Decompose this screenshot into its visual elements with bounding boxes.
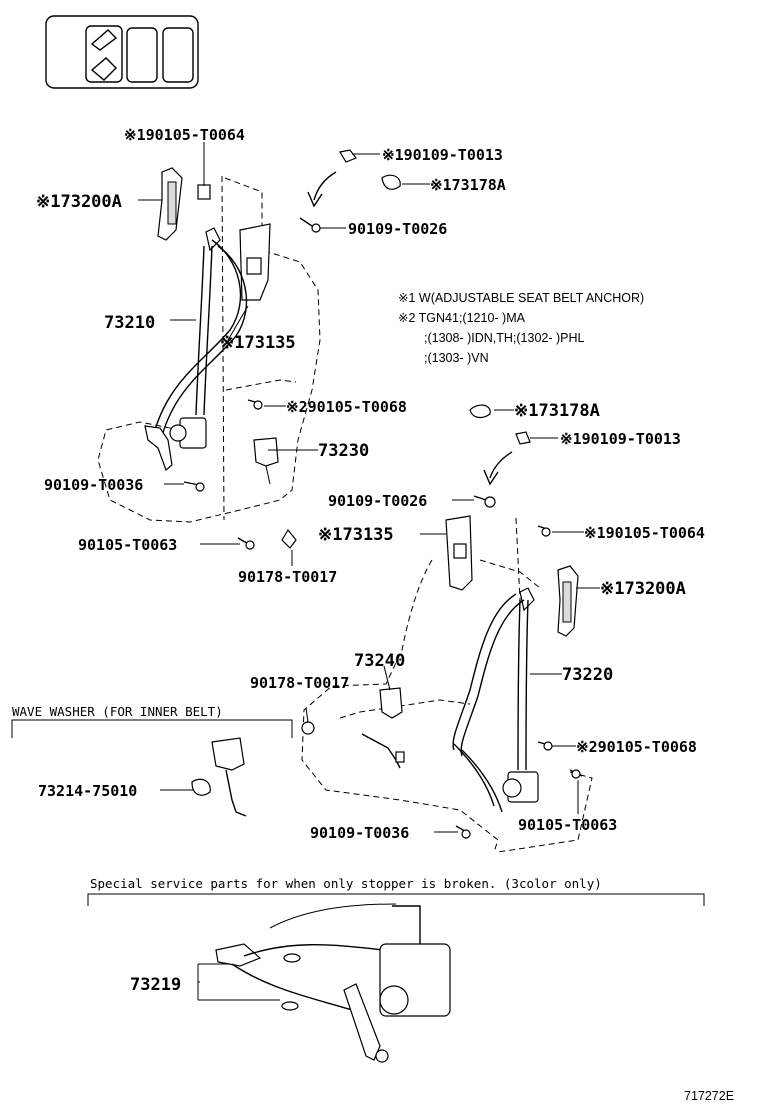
upper-seat-assembly	[97, 149, 401, 550]
callout-290105-t0068-b: ※290105-T0068	[576, 738, 697, 756]
note-line-2: ※2 TGN41;(1210- )MA	[398, 311, 526, 325]
callout-190105-t0064-a: ※190105-T0064	[124, 126, 245, 144]
callout-90109-t0036-a: 90109-T0036	[44, 476, 143, 494]
leader-lines	[138, 142, 600, 1001]
lower-seat-assembly	[301, 404, 593, 853]
callout-73230: 73230	[318, 441, 369, 461]
service-parts-group	[87, 893, 705, 1063]
callout-190109-t0013-a: ※190109-T0013	[382, 146, 503, 164]
callout-90109-t0036-b: 90109-T0036	[310, 824, 409, 842]
callout-173135-b: ※173135	[318, 525, 394, 545]
callout-173200a-a: ※173200A	[36, 192, 122, 212]
callout-290105-t0068-a: ※290105-T0068	[286, 398, 407, 416]
callout-190105-t0064-b: ※190105-T0064	[584, 524, 705, 542]
note-line-3: ;(1308- )IDN,TH;(1302- )PHL	[424, 331, 585, 345]
callout-90109-t0026-b: 90109-T0026	[328, 492, 427, 510]
callout-173135-a: ※173135	[220, 333, 296, 353]
callout-173200a-b: ※173200A	[600, 579, 686, 599]
wave-washer-group	[11, 719, 293, 817]
callout-173178a-a: ※173178A	[430, 176, 506, 194]
service-note: Special service parts for when only stop…	[90, 876, 602, 891]
callout-90109-t0026-a: 90109-T0026	[348, 220, 447, 238]
callout-73240: 73240	[354, 651, 405, 671]
callout-73220: 73220	[562, 665, 613, 685]
callout-90105-t0063-a: 90105-T0063	[78, 536, 177, 554]
callout-173178a-b: ※173178A	[514, 401, 600, 421]
callout-90105-t0063-b: 90105-T0063	[518, 816, 617, 834]
note-line-1: ※1 W(ADJUSTABLE SEAT BELT ANCHOR)	[398, 291, 644, 305]
callout-73210: 73210	[104, 313, 155, 333]
callout-73214-75010: 73214-75010	[38, 782, 137, 800]
seat-belt-pictogram-icon	[45, 15, 199, 89]
note-line-4: ;(1303- )VN	[424, 351, 489, 365]
callout-190109-t0013-b: ※190109-T0013	[560, 430, 681, 448]
callout-73219: 73219	[130, 975, 181, 995]
wave-washer-label: WAVE WASHER (FOR INNER BELT)	[12, 704, 223, 719]
figure-id: 717272E	[684, 1089, 734, 1103]
callout-90178-t0017-b: 90178-T0017	[250, 674, 349, 692]
callout-90178-t0017-a: 90178-T0017	[238, 568, 337, 586]
